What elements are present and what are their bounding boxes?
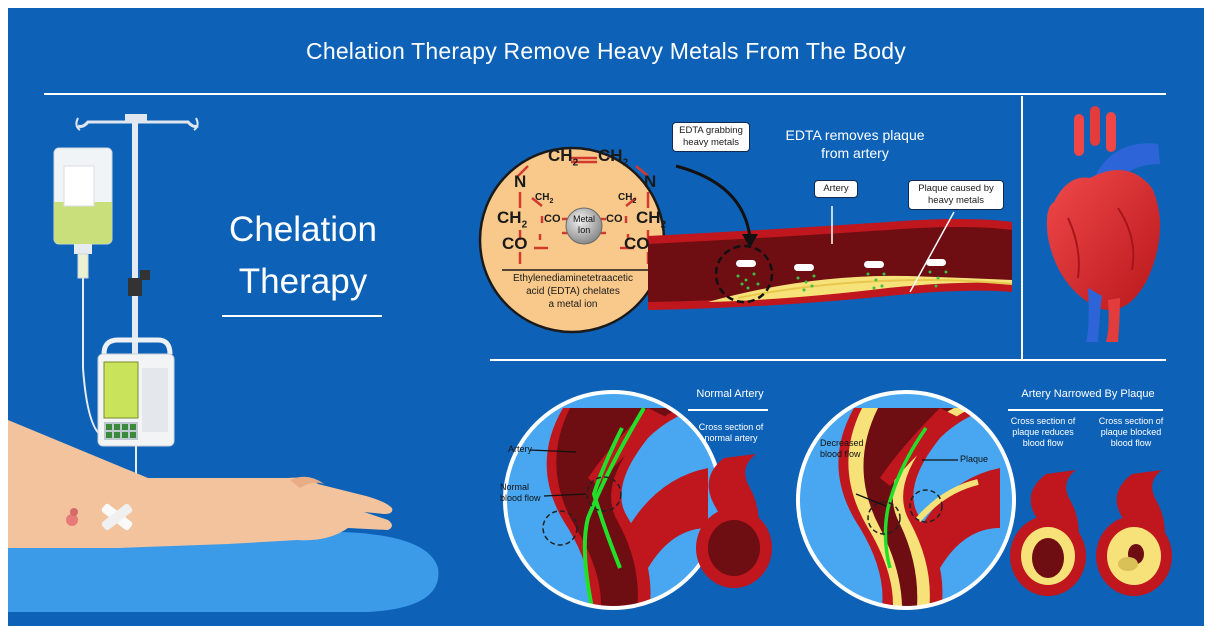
page-title: Chelation Therapy Remove Heavy Metals Fr… bbox=[306, 38, 906, 64]
narrowed-artery-scene bbox=[838, 408, 1000, 608]
formula-ch2-mid-right: CH2 bbox=[636, 208, 667, 231]
blocked-cross-section bbox=[1096, 470, 1172, 596]
formula-co-inner-right: CO bbox=[606, 213, 623, 225]
formula-ch2-top-left: CH2 bbox=[548, 146, 579, 169]
iv-tape bbox=[101, 503, 133, 531]
side-title-line2: Therapy bbox=[238, 262, 368, 301]
normal-cross-section bbox=[696, 454, 772, 588]
formula-ch2-inner-right: CH2 bbox=[618, 192, 637, 205]
infographic: Chelation Therapy Remove Heavy Metals Fr… bbox=[8, 8, 1204, 626]
normal-artery-heading: Normal Artery bbox=[696, 388, 764, 400]
molecule-caption: Ethylenediaminetetraacetic acid (EDTA) c… bbox=[512, 273, 634, 310]
infusion-pump bbox=[97, 337, 208, 519]
normal-artery-label: Artery bbox=[508, 444, 533, 454]
grab-highlight-ring bbox=[714, 244, 774, 304]
formula-co-left: CO bbox=[502, 234, 528, 253]
iv-pole bbox=[75, 114, 199, 422]
formula-co-inner-left: CO bbox=[544, 213, 561, 225]
formula-n-left: N bbox=[514, 172, 527, 191]
formula-n-right: N bbox=[644, 172, 657, 191]
normal-artery-scene bbox=[542, 406, 708, 608]
plaque-label: Plaque bbox=[960, 454, 989, 464]
artery-tube bbox=[648, 219, 1013, 310]
callout-artery: Artery bbox=[814, 180, 858, 198]
side-title-line1: Chelation bbox=[229, 210, 377, 249]
edta-capsules bbox=[736, 259, 946, 271]
formula-ch2-inner-left: CH2 bbox=[535, 192, 554, 205]
narrowed-artery-heading: Artery Narrowed By Plaque bbox=[1021, 388, 1155, 400]
patient-arm bbox=[8, 420, 439, 612]
heart-illustration bbox=[1046, 106, 1161, 342]
callout-edta-grabbing: EDTA grabbing heavy metals bbox=[672, 122, 750, 152]
heavy-metal-particles bbox=[736, 270, 948, 292]
grab-arrow bbox=[675, 164, 752, 239]
metal-ion-sphere bbox=[565, 207, 603, 245]
callout-plaque: Plaque caused by heavy metals bbox=[908, 180, 1004, 210]
formula-co-right: CO bbox=[624, 234, 650, 253]
illustration-canvas bbox=[8, 93, 1172, 612]
formula-ch2-mid-left: CH2 bbox=[497, 208, 528, 231]
reduced-cross-section bbox=[1010, 470, 1086, 596]
formula-ch2-top-right: CH2 bbox=[598, 146, 629, 169]
